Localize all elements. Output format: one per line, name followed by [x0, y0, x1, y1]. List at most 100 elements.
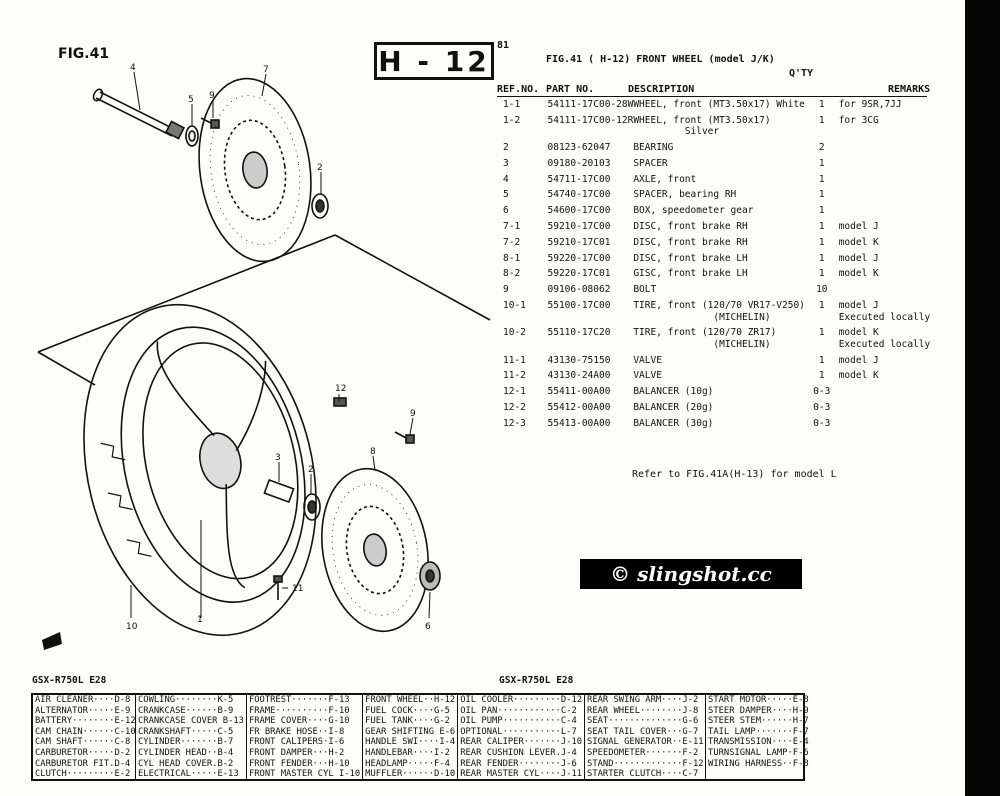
remarks-cell: for 9SR,7JJ	[838, 99, 902, 110]
scan-edge	[965, 0, 1000, 796]
remarks-cell: model K	[838, 268, 879, 280]
index-entry: COWLING········K-5	[138, 695, 234, 705]
remarks-header: REMARKS	[888, 84, 931, 95]
part-no-cell: 55412-00A00	[547, 402, 611, 414]
index-entry: FUEL TANK····G-2	[365, 716, 450, 727]
description-cell: SPACER	[633, 157, 668, 169]
index-entry: OPTIONAL···········L-7	[460, 726, 577, 737]
section-code-box: H - 12	[374, 42, 494, 80]
index-entry: CYLINDER HEAD··B-4	[138, 747, 234, 758]
remarks-cell	[839, 205, 937, 221]
ref-cell: 4	[503, 173, 509, 185]
part-no-cell: 55413-00A00	[547, 417, 611, 429]
part-no-cell: 43130-75150	[547, 354, 611, 366]
ref-cell: 6	[503, 205, 509, 217]
part-no-cell: 54111-17C00-12R	[547, 114, 634, 126]
index-entry: MUFFLER······D-10	[365, 769, 456, 780]
index-entry: TURNSIGNAL LAMP·F-6	[708, 747, 809, 758]
ref-no-header: REF.NO.	[497, 84, 540, 95]
callout-8: 8	[370, 447, 376, 457]
figure-title: FIG.41 ( H-12) FRONT WHEEL (model J/K)	[546, 54, 775, 65]
qty-cell: 1	[818, 205, 825, 217]
ref-cell: 12-2	[503, 402, 526, 414]
index-entry: HANDLE SWI····I-4	[365, 737, 456, 748]
qty-cell: 1	[818, 99, 825, 110]
ref-cell: 5	[503, 189, 509, 201]
speedometer-gear-box	[419, 561, 441, 591]
front-brake-disc-rh	[198, 77, 312, 263]
index-entry: CARBURETOR FIT.D-4	[35, 758, 131, 769]
ref-cell: 9	[503, 284, 509, 296]
description-cell: TIRE, front (120/70 VR17-V250) (MICHELIN…	[633, 300, 805, 323]
remarks-cell: model K	[838, 236, 879, 248]
description-cell: TIRE, front (120/70 ZR17) (MICHELIN)	[633, 327, 777, 350]
remarks-cell	[839, 418, 937, 434]
index-entry: CRANKSHAFT·····C-5	[138, 726, 234, 737]
bearing-part-lower	[303, 493, 321, 521]
balancer-part	[333, 397, 347, 407]
figure-label: FIG.41	[58, 46, 110, 62]
qty-cell: 1	[818, 370, 825, 382]
callout-9b: 9	[410, 409, 416, 419]
index-entry: SIGNAL GENERATOR··E-11	[587, 737, 704, 748]
part-no-cell: 09106-08062	[547, 284, 611, 296]
index-entry: FR BRAKE HOSE··I-8	[248, 726, 345, 737]
callout-2: 2	[317, 163, 323, 173]
remarks-cell: model J Executed locally	[838, 300, 931, 323]
description-cell: BALANCER (20g)	[633, 402, 714, 414]
callout-2b: 2	[308, 465, 314, 475]
index-entry: CARBURETOR·····D-2	[35, 747, 131, 758]
index-entry: SPEEDOMETER·······F-2	[587, 747, 699, 758]
ref-cell: 12-1	[503, 386, 526, 398]
front-arrow-icon	[42, 632, 62, 650]
index-entry: TRANSMISSION····E-4	[708, 737, 809, 748]
ref-cell: 1-1	[503, 99, 521, 110]
description-cell: BEARING	[633, 142, 674, 154]
bearing-part	[311, 193, 329, 219]
ref-cell: 7-1	[503, 221, 521, 233]
description-cell: DISC, front brake RH	[633, 221, 748, 233]
description-cell: GISC, front brake LH	[633, 268, 748, 280]
part-no-cell: 54111-17C00-28W	[547, 99, 634, 110]
index-entry: REAR CALIPER·······J-10	[460, 737, 583, 748]
index-entry: STARTER CLUTCH····C-7	[587, 769, 699, 780]
remarks-cell: model J	[838, 221, 879, 233]
part-no-cell: 55411-00A00	[547, 386, 611, 398]
part-no-cell: 54711-17C00	[547, 173, 611, 185]
description-cell: DISC, front brake LH	[633, 252, 748, 264]
refer-note: Refer to FIG.41A(H-13) for model L	[632, 469, 837, 480]
remarks-cell	[839, 174, 937, 190]
index-entry: HEADLAMP·····F-4	[365, 758, 450, 769]
index-entry: CRANKCASE······B-9	[138, 705, 234, 716]
spacer-part	[185, 125, 199, 147]
part-no-cell: 55110-17C20	[547, 327, 611, 339]
qty-cell: 1	[818, 114, 825, 126]
catalog-page	[0, 0, 965, 796]
description-cell: BOLT	[633, 284, 657, 296]
remarks-cell: for 3CG	[838, 114, 879, 126]
index-entry: GEAR SHIFTING E-6	[365, 726, 456, 737]
index-entry: CRANKCASE COVER B-13	[138, 716, 244, 727]
index-entry: FRONT MASTER CYL I-10	[248, 769, 361, 780]
index-entry: CYL HEAD COVER.B-2	[138, 758, 234, 769]
qty-cell: 1	[818, 189, 825, 201]
axle-part	[92, 88, 186, 140]
part-no-cell: 59220-17C00	[547, 252, 611, 264]
part-no-cell: 43130-24A00	[547, 370, 611, 382]
part-no-header: PART NO.	[546, 84, 595, 95]
index-entry: ALTERNATOR·····E-9	[35, 705, 131, 716]
